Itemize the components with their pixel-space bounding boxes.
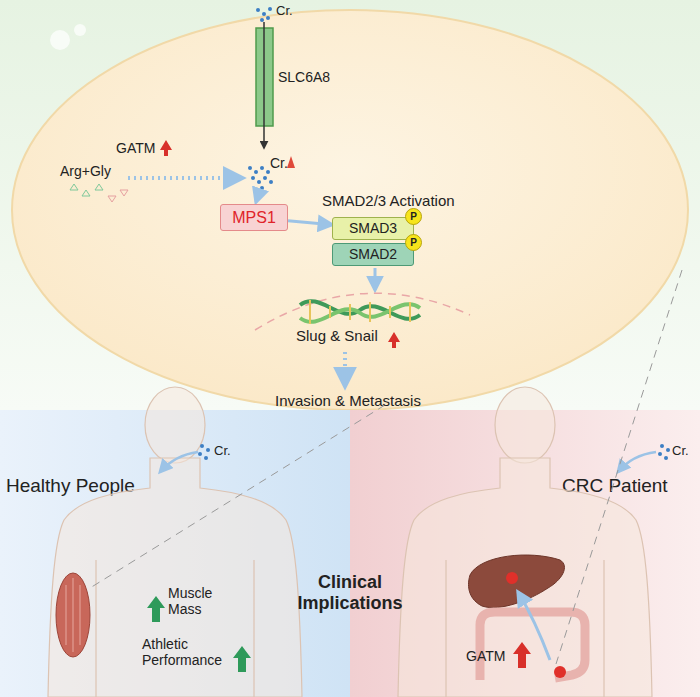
text-label: Arg+Gly xyxy=(60,163,111,179)
node-label: MPS1 xyxy=(232,209,276,227)
text-label: GATM xyxy=(116,140,155,156)
signal-arrow xyxy=(374,268,377,290)
cell-highlight xyxy=(50,30,70,50)
up-arrow xyxy=(388,332,400,348)
text-label: Cr. xyxy=(672,444,689,459)
signal-connector xyxy=(288,221,332,225)
protein-box: SMAD3P xyxy=(332,217,414,240)
top-background xyxy=(0,0,700,410)
nucleus-border xyxy=(255,293,470,330)
phospho-badge: P xyxy=(405,234,422,251)
kinase-box: MPS1 xyxy=(220,204,288,231)
amino-acid-symbols xyxy=(70,184,128,202)
node-label: P xyxy=(410,211,417,222)
text-label: Muscle Mass xyxy=(168,585,220,617)
node-label: SLC6A8 xyxy=(278,70,330,85)
synthesis-arrow xyxy=(128,176,242,180)
cell-highlight xyxy=(74,24,86,36)
node-label: SMAD2 xyxy=(349,247,397,262)
text-label: Invasion & Metastasis xyxy=(275,392,421,409)
cell-body xyxy=(12,10,688,410)
signal-arrow xyxy=(256,190,260,202)
node-label: P xyxy=(410,237,417,248)
text-label: Slug & Snail xyxy=(296,327,378,344)
text-label: Cr. xyxy=(276,4,293,19)
uptake-arrow xyxy=(263,22,265,148)
invasion-arrow xyxy=(343,352,347,386)
text-label: Athletic Performance xyxy=(142,636,234,668)
phospho-badge: P xyxy=(405,208,422,225)
text-label: Cr. xyxy=(270,155,288,171)
panel: CRC Patient xyxy=(350,410,700,697)
creatine-dots xyxy=(256,7,272,22)
transporter: SLC6A8 xyxy=(256,28,273,126)
creatine-dots xyxy=(248,166,273,190)
up-arrow xyxy=(287,156,295,168)
node-label: CRC Patient xyxy=(562,476,668,497)
node-label: Healthy People xyxy=(6,476,135,497)
text-label: Cr. xyxy=(214,444,231,459)
node-label: SMAD3 xyxy=(349,221,397,236)
up-arrow xyxy=(160,140,172,156)
text-label: GATM xyxy=(466,648,505,664)
text-label: Clinical Implications xyxy=(292,572,408,613)
protein-box: SMAD2P xyxy=(332,243,414,266)
text-label: SMAD2/3 Activation xyxy=(322,192,455,209)
dna-helix xyxy=(300,300,420,324)
